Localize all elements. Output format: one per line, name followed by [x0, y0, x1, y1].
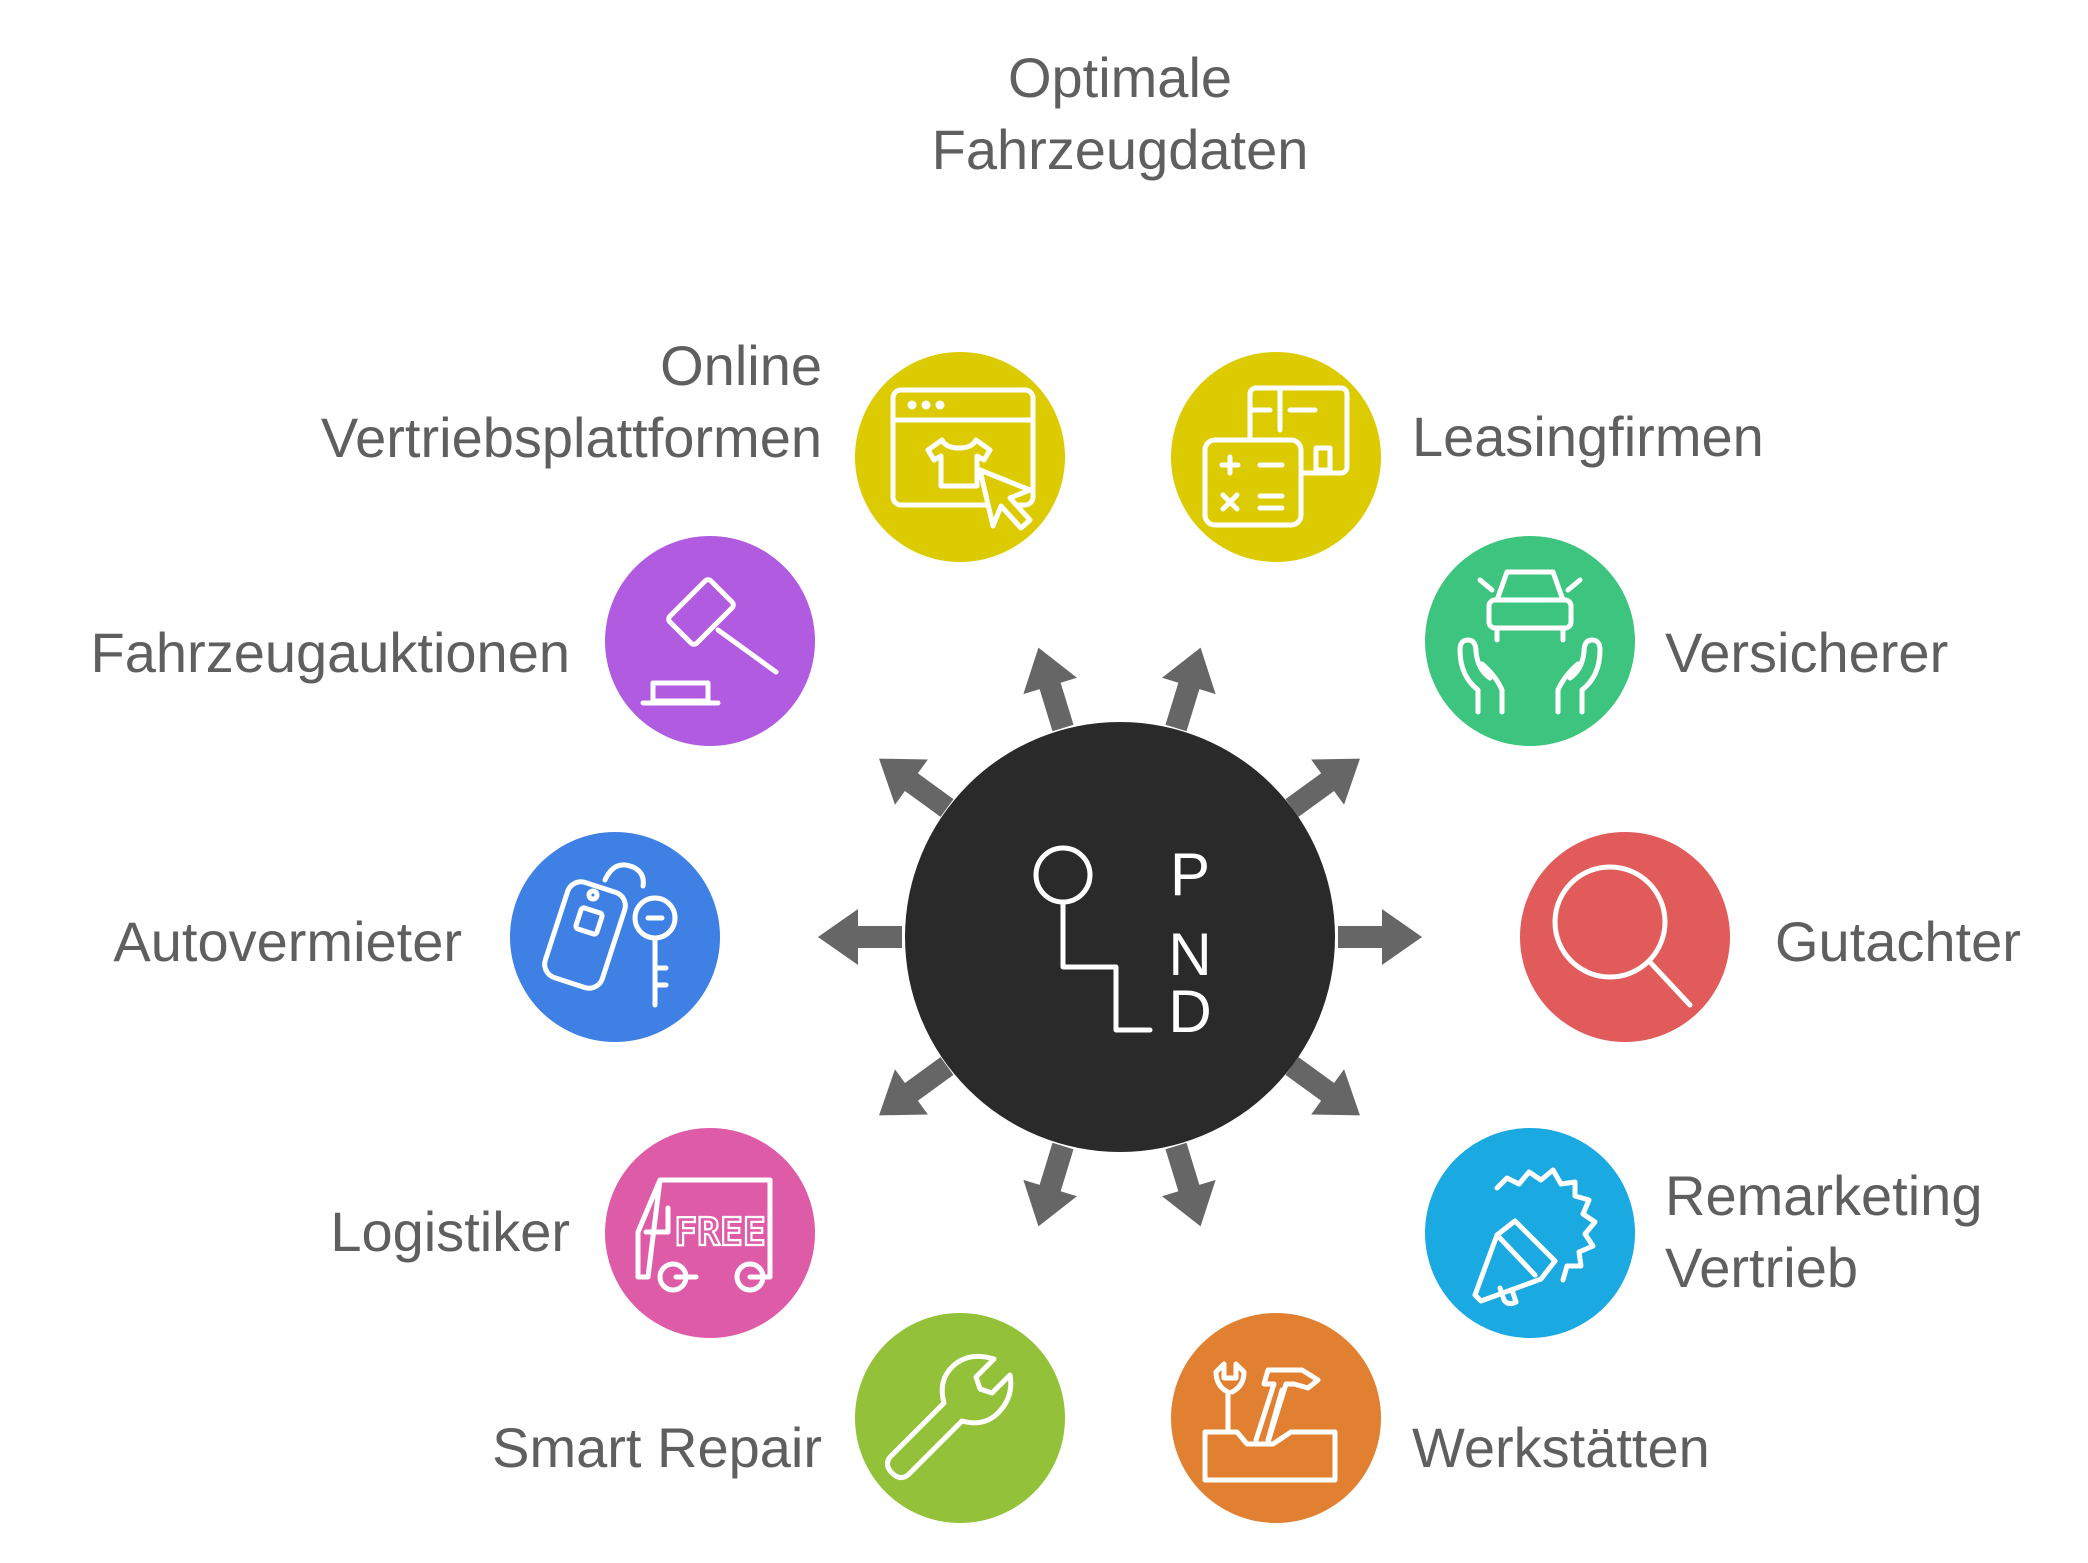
node-logistiker: FREE [605, 1128, 815, 1338]
node-smart-repair [855, 1313, 1065, 1523]
central-hub: P N D [905, 722, 1335, 1152]
node-versicherer [1425, 536, 1635, 746]
hub-letter-d: D [1168, 978, 1211, 1045]
label-smart-repair: Smart Repair [222, 1412, 822, 1484]
node-online-vertriebsplattformen [855, 352, 1065, 562]
label-line: Remarketing [1665, 1164, 1983, 1227]
online-shop-icon [890, 387, 1036, 531]
megaphone-icon [1472, 1167, 1598, 1307]
label-leasingfirmen: Leasingfirmen [1412, 401, 1764, 473]
label-line: Autovermieter [113, 910, 462, 973]
label-line: Werkstätten [1412, 1416, 1710, 1479]
hub-circle [905, 722, 1335, 1152]
van-free-text: FREE [674, 1210, 766, 1254]
arrow-to-werkstaetten [1149, 1137, 1228, 1235]
label-line: Vertrieb [1665, 1236, 1858, 1299]
toolbox-icon [1202, 1361, 1338, 1483]
label-line: Versicherer [1665, 621, 1949, 684]
auction-gavel-icon [640, 577, 779, 706]
hub-letter-n: N [1168, 921, 1211, 988]
arrow-to-leasingfirmen [1149, 639, 1228, 737]
label-gutachter: Gutachter [1775, 906, 2021, 978]
label-online-vertriebsplattformen: Online Vertriebsplattformen [222, 330, 822, 474]
arrow-to-smart-repair [1011, 1137, 1090, 1235]
title-line-2: Fahrzeugdaten [931, 118, 1309, 181]
label-line: Vertriebsplattformen [320, 406, 822, 469]
label-versicherer: Versicherer [1665, 617, 1948, 689]
label-autovermieter: Autovermieter [40, 906, 462, 978]
node-fahrzeugauktionen [605, 536, 815, 746]
node-circle [605, 536, 815, 746]
node-autovermieter [510, 832, 720, 1042]
delivery-van-icon [635, 1177, 773, 1293]
node-circle [855, 1313, 1065, 1523]
hub-letter-p: P [1170, 841, 1210, 908]
car-key-icon [542, 862, 678, 1008]
label-remarketing-vertrieb: Remarketing Vertrieb [1665, 1160, 1982, 1304]
label-line: Leasingfirmen [1412, 405, 1764, 468]
arrow-to-gutachter [1338, 909, 1422, 965]
label-line: Smart Repair [492, 1416, 822, 1479]
node-werkstaetten [1171, 1313, 1381, 1523]
arrow-to-autovermieter [818, 909, 902, 965]
label-werkstaetten: Werkstätten [1412, 1412, 1710, 1484]
label-logistiker: Logistiker [40, 1196, 570, 1268]
label-line: Fahrzeugauktionen [90, 621, 570, 684]
calculator-documents-icon [1202, 385, 1350, 528]
gear-shift-icon [1033, 845, 1153, 1033]
car-insurance-icon [1457, 569, 1603, 715]
label-line: Gutachter [1775, 910, 2021, 973]
label-fahrzeugauktionen: Fahrzeugauktionen [40, 617, 570, 689]
label-line: Logistiker [330, 1200, 570, 1263]
label-line: Online [660, 334, 822, 397]
magnifier-icon [1552, 864, 1693, 1008]
arrow-to-online-vertriebsplattformen [1011, 639, 1090, 737]
node-circle [1425, 536, 1635, 746]
node-leasingfirmen [1171, 352, 1381, 562]
diagram-title: Optimale Fahrzeugdaten [860, 42, 1380, 186]
node-gutachter [1520, 832, 1730, 1042]
wrench-icon [884, 1353, 1014, 1481]
title-line-1: Optimale [1007, 46, 1233, 109]
node-remarketing-vertrieb [1425, 1128, 1635, 1338]
node-circle [1520, 832, 1730, 1042]
